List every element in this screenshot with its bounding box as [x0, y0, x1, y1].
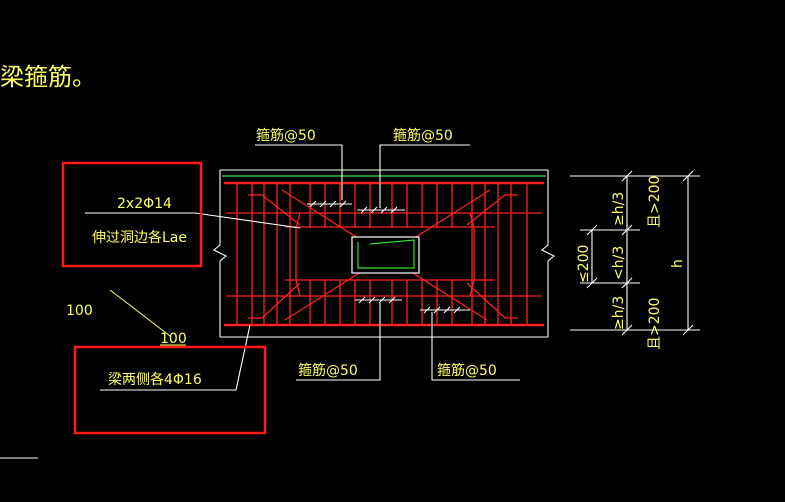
beam-opening — [351, 236, 420, 274]
rebar-anchor-note: 伸过洞边各Lae — [92, 230, 187, 246]
dim-lt-h3: <h/3 — [611, 246, 627, 280]
dim-h: h — [670, 259, 686, 268]
dim-ge-h3-top: ≥h/3 — [611, 192, 627, 226]
right-dimensions — [570, 170, 700, 336]
dim-100-leader — [109, 289, 171, 337]
stirrup-ticks — [307, 200, 470, 314]
stirrup-label-bottom-left: 箍筋@50 — [298, 362, 358, 379]
dim-ge-h3-bottom: ≥h/3 — [611, 296, 627, 330]
stirrup-label-bottom-right: 箍筋@50 — [437, 362, 497, 379]
dim-100-a: 100 — [66, 303, 93, 319]
dim-q200-top: 且>200 — [647, 176, 663, 228]
highlight-box-bottom — [73, 345, 267, 435]
leader-lines — [0, 144, 520, 459]
highlight-box-top — [61, 161, 203, 268]
dim-q200-bottom: 且>200 — [647, 298, 663, 350]
stirrup-label-top-right: 箍筋@50 — [393, 127, 453, 144]
heading: 梁箍筋。 — [0, 63, 96, 91]
dim-le200: ≤200 — [576, 245, 592, 283]
side-bars-note: 梁两侧各4Φ16 — [108, 372, 202, 388]
dim-100-b: 100 — [160, 331, 187, 347]
stirrups — [236, 183, 528, 325]
rebar-spec-top: 2x2Φ14 — [117, 196, 172, 212]
stirrup-label-top-left: 箍筋@50 — [256, 127, 316, 144]
beam-outline — [213, 169, 555, 338]
